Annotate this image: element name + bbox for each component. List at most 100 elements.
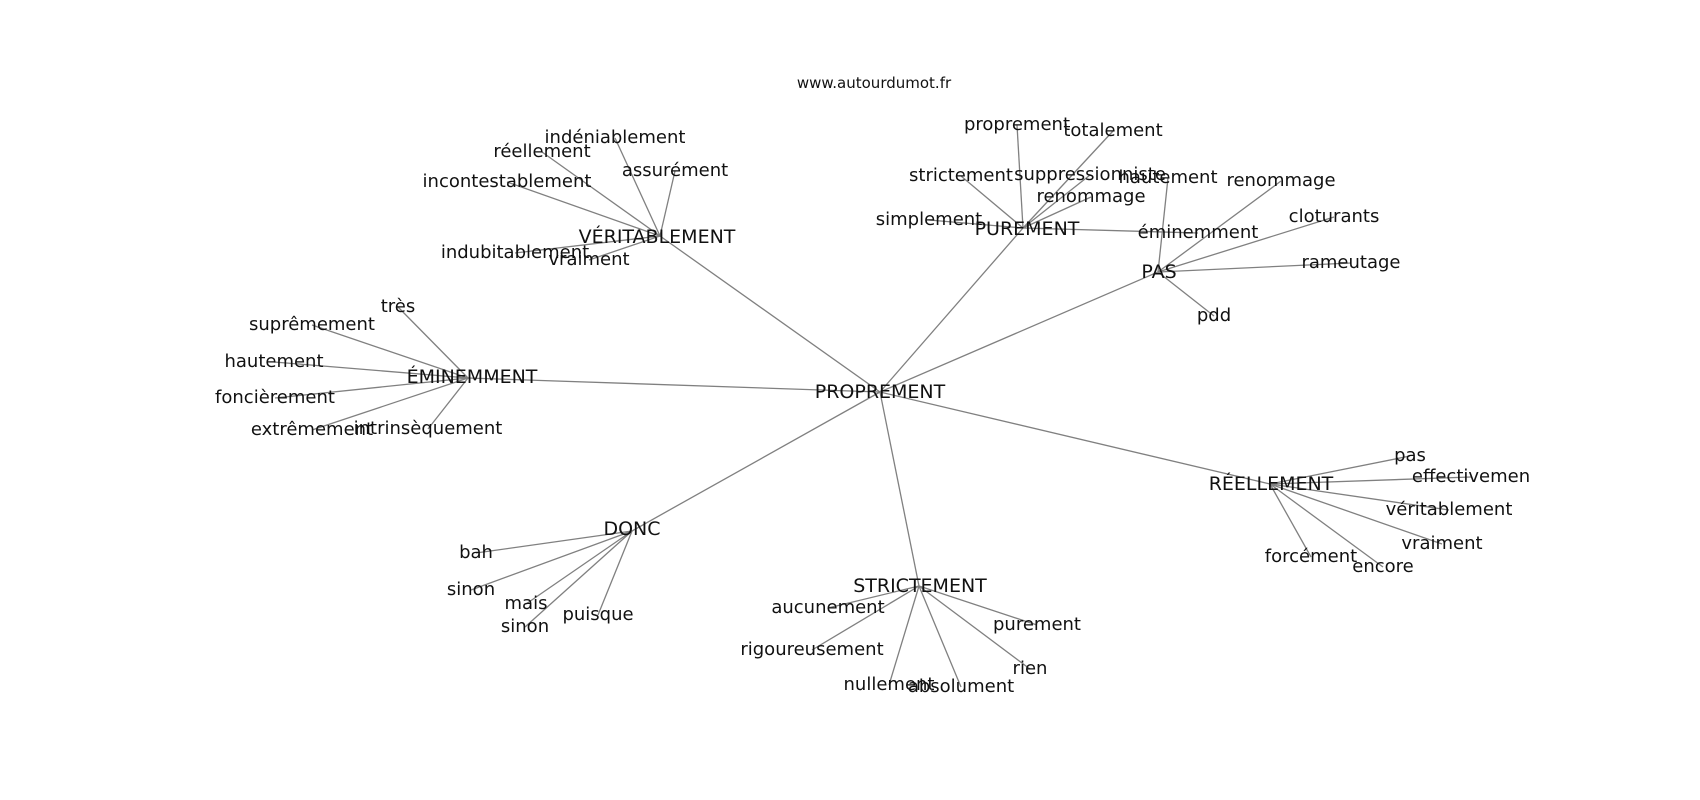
node-leaf-a3[interactable]: cloturants <box>1289 206 1380 227</box>
edge-veritablement-v3 <box>659 170 676 237</box>
node-leaf-p6[interactable]: simplement <box>876 209 983 230</box>
edge-strictement-s1 <box>827 585 920 609</box>
edge-donc-d1 <box>475 530 633 554</box>
edge-root-purement <box>879 227 1024 393</box>
edge-eminemment-e3 <box>273 361 469 379</box>
source-watermark: www.autourdumot.fr <box>797 74 952 92</box>
edge-donc-d5 <box>597 530 633 616</box>
node-leaf-v3[interactable]: assurément <box>622 160 728 181</box>
edge-reellement-r1 <box>1269 455 1411 485</box>
node-leaf-s3[interactable]: purement <box>993 614 1081 635</box>
edge-root-strictement <box>879 391 920 587</box>
node-leaf-s6[interactable]: absolument <box>908 676 1014 697</box>
node-leaf-s1[interactable]: aucunement <box>771 597 884 618</box>
edge-purement-p5 <box>1022 196 1092 229</box>
edge-pas-a4 <box>1157 262 1352 273</box>
node-hub-strictement[interactable]: STRICTEMENT <box>853 575 987 597</box>
edge-veritablement-v1 <box>614 137 661 237</box>
edge-eminemment-e4 <box>274 377 469 399</box>
edge-veritablement-v6 <box>588 235 661 261</box>
edge-root-reellement <box>879 391 1271 485</box>
node-hub-purement[interactable]: PUREMENT <box>975 218 1080 240</box>
node-leaf-e2[interactable]: suprêmement <box>249 314 375 335</box>
node-leaf-v2[interactable]: réellement <box>493 141 590 162</box>
node-leaf-p2[interactable]: totalement <box>1063 120 1162 141</box>
node-hub-pas[interactable]: PAS <box>1141 261 1176 283</box>
node-leaf-a5[interactable]: pdd <box>1197 305 1231 326</box>
edge-veritablement-v4 <box>506 181 661 237</box>
edge-strictement-s5 <box>888 585 920 686</box>
edge-purement-p6 <box>928 219 1024 229</box>
node-leaf-r4[interactable]: vraiment <box>1401 533 1482 554</box>
node-leaf-v5[interactable]: indubitablement <box>441 242 589 263</box>
edge-strictement-s6 <box>918 585 962 688</box>
node-hub-veritablement[interactable]: VÉRITABLEMENT <box>579 225 736 248</box>
node-leaf-e3[interactable]: hautement <box>224 351 323 372</box>
edge-eminemment-e6 <box>427 377 469 430</box>
node-leaf-r2[interactable]: effectivemen <box>1412 466 1530 487</box>
node-leaf-r1[interactable]: pas <box>1394 445 1426 466</box>
edge-veritablement-v5 <box>514 235 661 254</box>
edge-veritablement-v2 <box>541 151 661 237</box>
node-hub-reellement[interactable]: RÉELLEMENT <box>1209 472 1334 495</box>
node-leaf-s2[interactable]: rigoureusement <box>740 639 883 660</box>
node-leaf-p7[interactable]: éminemment <box>1138 222 1259 243</box>
edge-eminemment-e5 <box>311 377 469 431</box>
edge-pas-a2 <box>1157 180 1282 273</box>
graph-edges <box>273 124 1472 688</box>
node-leaf-r3[interactable]: véritablement <box>1386 499 1513 520</box>
edge-donc-d3 <box>525 530 633 605</box>
node-leaf-d3[interactable]: mais <box>505 593 548 614</box>
node-leaf-v6[interactable]: vraiment <box>548 249 629 270</box>
node-leaf-a1[interactable]: hautement <box>1118 167 1217 188</box>
node-leaf-d2[interactable]: sinon <box>447 579 495 600</box>
edge-pas-a3 <box>1157 216 1335 273</box>
edge-root-veritablement <box>659 235 881 393</box>
node-leaf-e1[interactable]: très <box>381 296 416 317</box>
edge-reellement-r5 <box>1269 483 1312 558</box>
edge-reellement-r6 <box>1269 483 1384 568</box>
edge-reellement-r3 <box>1269 483 1450 511</box>
node-leaf-p1[interactable]: proprement <box>964 114 1070 135</box>
node-leaf-p4[interactable]: suppressionniste <box>1014 164 1166 185</box>
edge-strictement-s2 <box>811 585 920 651</box>
edge-root-eminemment <box>467 377 881 393</box>
edge-root-donc <box>631 391 881 532</box>
edge-root-pas <box>879 271 1159 393</box>
edge-strictement-s3 <box>918 585 1038 626</box>
edge-eminemment-e1 <box>397 306 469 379</box>
node-hub-eminemment[interactable]: ÉMINEMMENT <box>407 365 538 388</box>
edge-pas-a1 <box>1157 177 1169 273</box>
edge-pas-a5 <box>1157 271 1215 317</box>
edge-reellement-r2 <box>1269 476 1472 485</box>
node-leaf-d5[interactable]: puisque <box>562 604 633 625</box>
node-leaf-a2[interactable]: renommage <box>1226 170 1335 191</box>
node-leaf-d4[interactable]: sinon <box>501 616 549 637</box>
edge-purement-p4 <box>1022 174 1091 229</box>
node-leaf-p5[interactable]: renommage <box>1036 186 1145 207</box>
node-leaf-v1[interactable]: indéniablement <box>545 127 686 148</box>
edge-purement-p1 <box>1016 124 1024 229</box>
node-leaf-e6[interactable]: intrinsèquement <box>354 418 503 439</box>
edge-purement-p2 <box>1022 130 1114 229</box>
node-leaf-p3[interactable]: strictement <box>909 165 1013 186</box>
node-leaf-d1[interactable]: bah <box>459 542 493 563</box>
node-leaf-v4[interactable]: incontestablement <box>423 171 592 192</box>
node-leaf-s5[interactable]: nullement <box>844 674 935 695</box>
edge-donc-d4 <box>524 530 633 628</box>
node-leaf-r5[interactable]: forcément <box>1265 546 1357 567</box>
node-leaf-e5[interactable]: extrêmement <box>251 419 373 440</box>
edge-eminemment-e2 <box>311 324 469 379</box>
edge-reellement-r4 <box>1269 483 1443 545</box>
edge-strictement-s4 <box>918 585 1031 670</box>
node-leaf-s4[interactable]: rien <box>1013 658 1048 679</box>
node-leaf-a4[interactable]: rameutage <box>1301 252 1400 273</box>
node-leaf-r6[interactable]: encore <box>1352 556 1413 577</box>
edge-donc-d2 <box>470 530 633 591</box>
node-leaf-e4[interactable]: foncièrement <box>215 387 335 408</box>
edge-purement-p3 <box>960 175 1024 229</box>
node-root[interactable]: PROPREMENT <box>815 381 946 403</box>
edge-purement-p7 <box>1022 227 1199 234</box>
node-hub-donc[interactable]: DONC <box>603 518 660 540</box>
